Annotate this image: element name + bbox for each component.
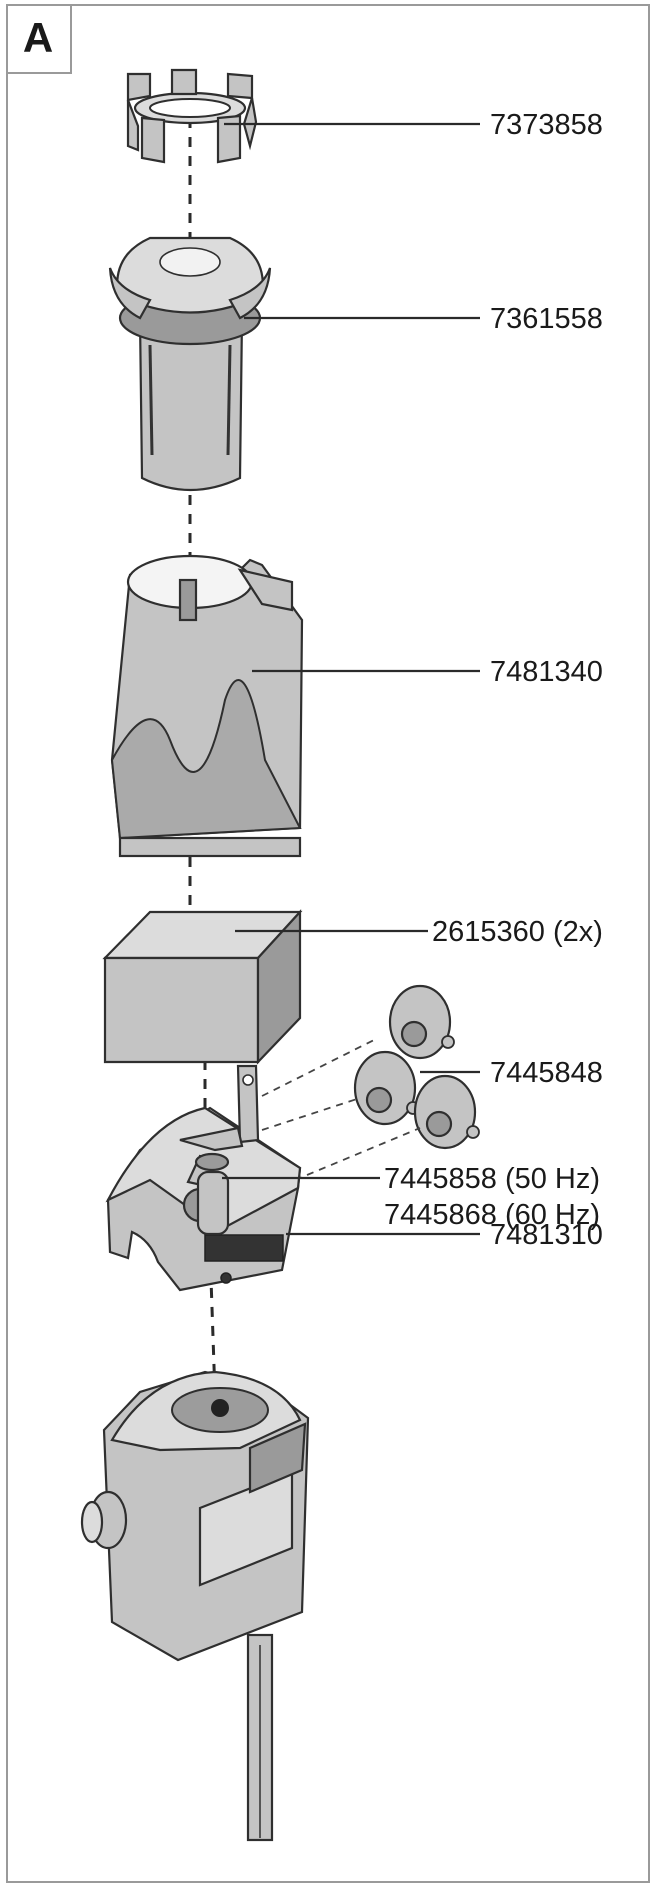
leader-lines — [222, 122, 480, 1236]
label-suction-cups: 7445848 — [490, 1057, 603, 1089]
clip-ring-part — [126, 68, 258, 164]
label-impeller-50hz: 7445858 (50 Hz) — [384, 1163, 600, 1195]
intake-cage-part — [108, 236, 272, 492]
suction-cups-part — [261, 984, 480, 1181]
filter-sponge-part — [102, 909, 303, 1065]
label-impeller-60hz: 7445868 (60 Hz) — [384, 1199, 600, 1231]
label-intake-cage: 7361558 — [490, 303, 603, 335]
diagram-frame — [6, 4, 650, 1883]
impeller-part — [179, 1126, 244, 1236]
label-filter-housing: 7481340 — [490, 656, 603, 688]
label-clip-ring: 7373858 — [490, 109, 603, 141]
motor-unit-part — [80, 1370, 310, 1842]
filter-housing-part — [110, 554, 304, 858]
panel-letter: A — [22, 14, 54, 61]
label-pump-cover: 7481310 — [490, 1219, 603, 1251]
label-filter-sponge: 2615360 (2x) — [432, 916, 603, 948]
panel-letter-box — [6, 4, 72, 74]
